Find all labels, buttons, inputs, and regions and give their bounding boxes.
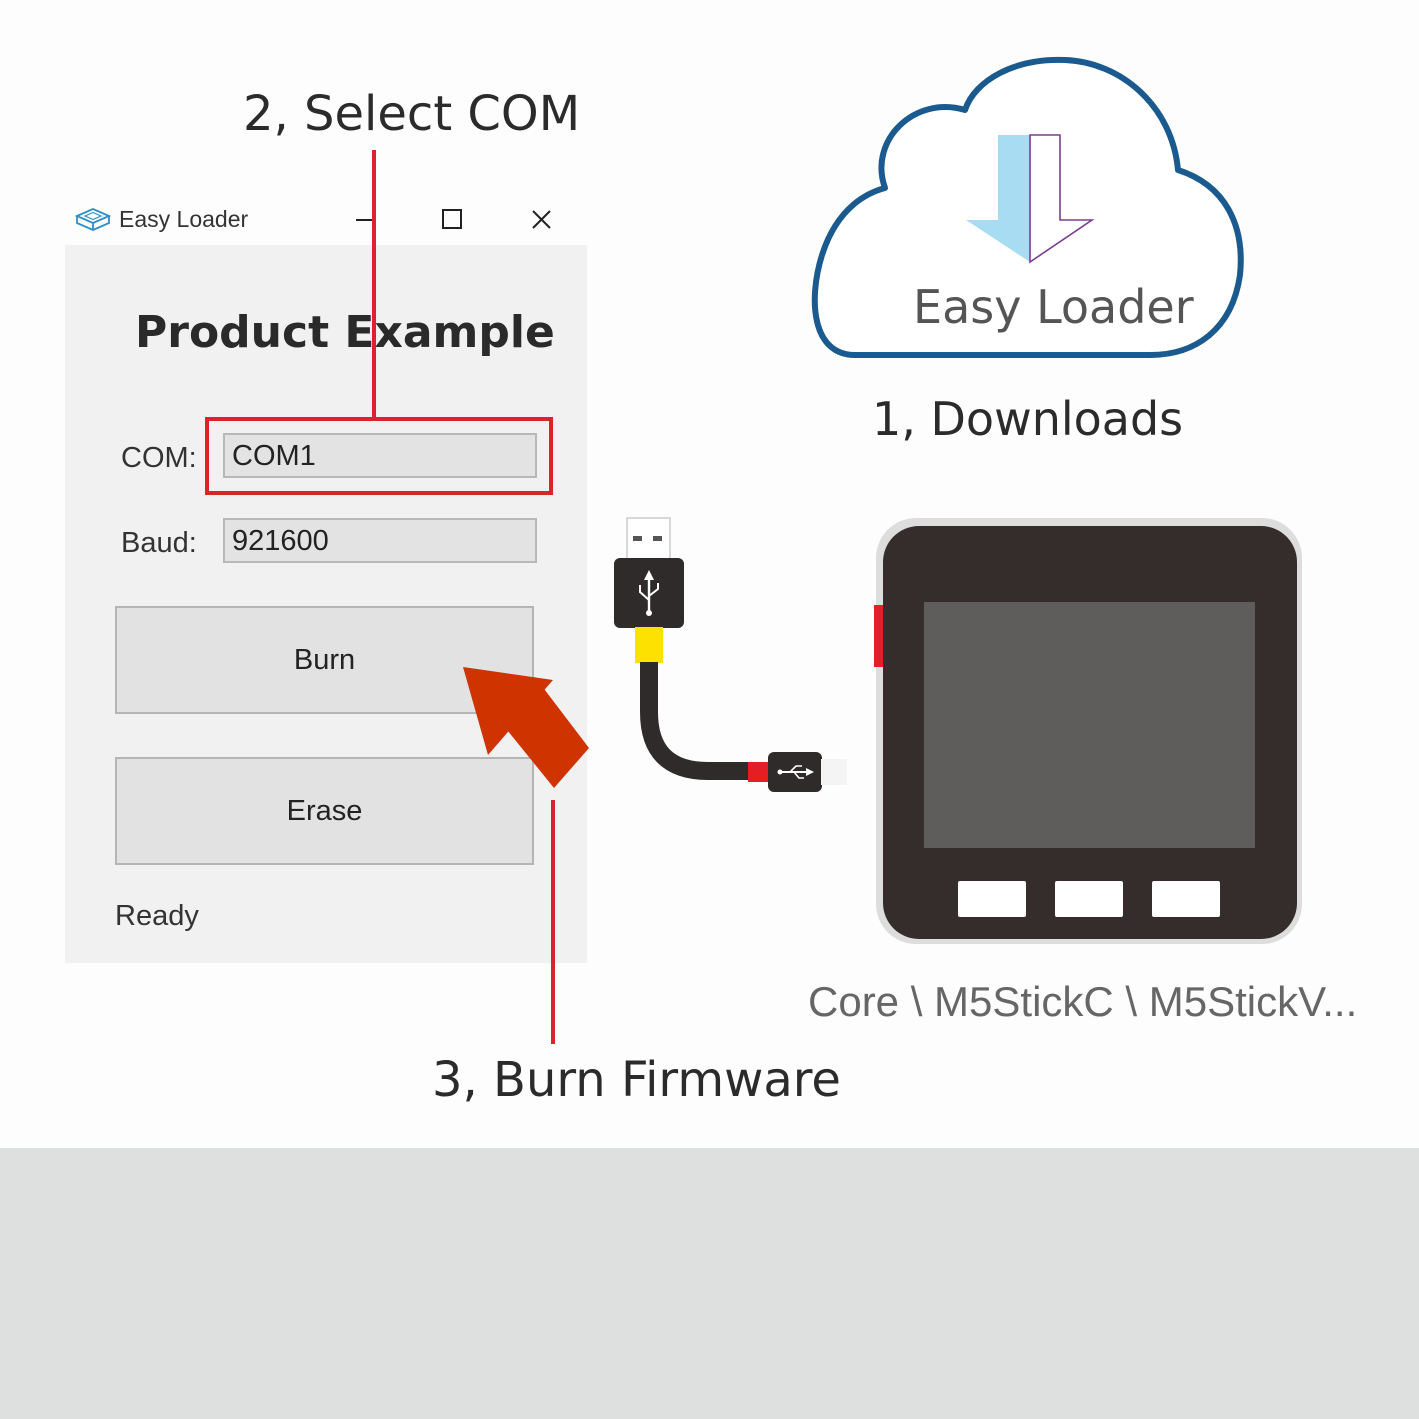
- app-icon: [74, 207, 112, 233]
- maximize-icon[interactable]: [435, 203, 469, 237]
- window-titlebar: Easy Loader: [65, 195, 587, 245]
- erase-button[interactable]: Erase: [115, 757, 534, 865]
- window-title: Easy Loader: [119, 206, 249, 232]
- step-2-label: 2, Select COM: [243, 86, 581, 142]
- bottom-band: [0, 1148, 1419, 1419]
- product-title: Product Example: [135, 307, 555, 358]
- baud-label: Baud:: [121, 527, 197, 559]
- status-text: Ready: [115, 900, 199, 932]
- usb-icon: [639, 570, 814, 779]
- com-label: COM:: [121, 442, 197, 474]
- close-icon[interactable]: [524, 203, 558, 237]
- m5-device: [874, 518, 1302, 944]
- com-highlight-box: [205, 417, 553, 495]
- download-arrow-icon: [966, 134, 1095, 264]
- step-1-label: 1, Downloads: [872, 392, 1184, 446]
- cloud-label: Easy Loader: [913, 280, 1194, 334]
- window-body: Product Example COM: COM1 Baud: 921600 B…: [65, 245, 587, 963]
- burn-button[interactable]: Burn: [115, 606, 534, 714]
- com-select[interactable]: COM1: [223, 433, 537, 478]
- step-3-label: 3, Burn Firmware: [432, 1052, 841, 1108]
- baud-select[interactable]: 921600: [223, 518, 537, 563]
- minimize-icon[interactable]: [352, 203, 386, 237]
- device-caption: Core \ M5StickC \ M5StickV...: [808, 978, 1358, 1025]
- usb-cable: [614, 517, 847, 792]
